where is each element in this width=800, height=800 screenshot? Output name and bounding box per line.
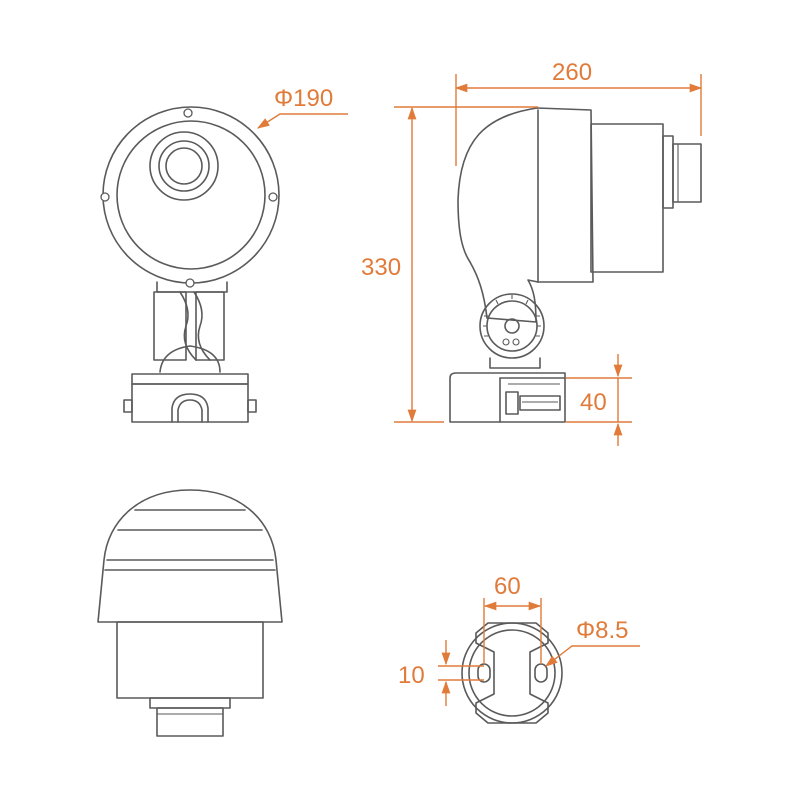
base-height-40-dimension: 40 [566,354,632,446]
screw-icon [185,278,195,288]
hole-spacing-60-dimension: 60 [483,573,542,664]
diameter-190-label: Φ190 [274,85,333,112]
hole-spacing-60-label: 60 [494,573,521,600]
height-330-label: 330 [361,254,401,281]
length-260-label: 260 [552,59,592,86]
slot-width-10-label: 10 [398,662,425,689]
slot-width-10-dimension: 10 [398,640,484,706]
hole-diameter-label: Φ8.5 [576,617,629,644]
screw-icon [100,192,110,202]
screw-icon [183,108,193,118]
side-view [449,107,702,423]
base-height-40-label: 40 [580,389,607,416]
front-view [100,106,280,423]
height-330-dimension: 330 [361,106,538,423]
hole-diameter-dimension: Φ8.5 [545,617,640,667]
length-260-dimension: 260 [454,59,703,166]
base-view [461,622,563,724]
diameter-190-dimension: Φ190 [256,85,348,129]
top-view [97,489,283,737]
screw-icon [268,192,278,202]
